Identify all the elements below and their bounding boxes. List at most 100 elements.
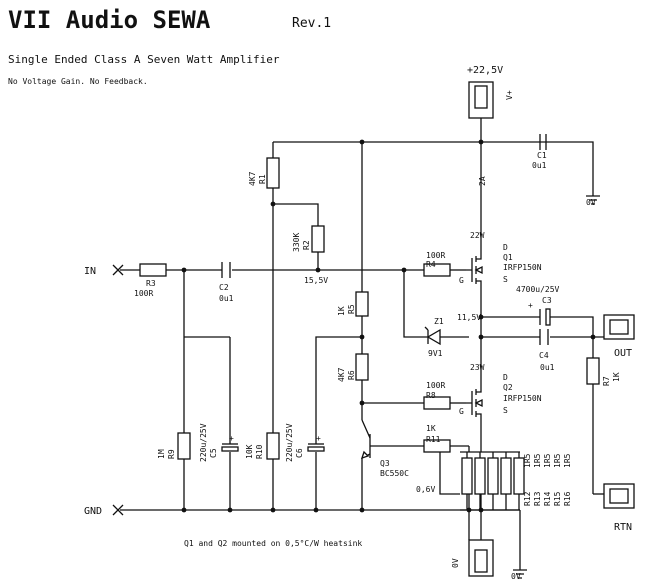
svg-text:0u1: 0u1 [532,161,547,170]
svg-text:R16: R16 [563,491,572,506]
svg-text:4K7: 4K7 [248,171,257,186]
ground-symbol-top: 0V [586,195,600,207]
svg-text:+: + [229,434,234,443]
svg-text:C2: C2 [219,283,229,292]
svg-text:C3: C3 [542,296,552,305]
svg-text:R2: R2 [302,240,311,250]
svg-text:R3: R3 [146,279,156,288]
subtitle: Single Ended Class A Seven Watt Amplifie… [8,53,280,66]
capacitor-c4: C4 0u1 [539,329,555,372]
resistor-r9: 1M R9 [157,432,191,460]
junctions [181,139,596,513]
capacitor-c6: + 220u/25V C6 [285,423,325,462]
supply-terminal-label: V+ [505,90,514,100]
svg-text:1K: 1K [426,424,436,433]
svg-text:Q3: Q3 [380,459,390,468]
svg-text:R7: R7 [602,376,611,386]
svg-text:D: D [503,373,508,382]
svg-text:1K: 1K [337,306,346,316]
svg-text:S: S [503,275,508,284]
resistor-r8: 100R R8 [423,381,451,410]
svg-text:IRFP150N: IRFP150N [503,394,542,403]
svg-text:0u1: 0u1 [219,294,234,303]
svg-text:R4: R4 [426,260,436,269]
svg-text:Q2: Q2 [503,383,513,392]
svg-text:R5: R5 [347,304,356,314]
resistor-r2: 330K R2 [292,225,325,253]
svg-text:220u/25V: 220u/25V [285,423,294,462]
svg-text:BC550C: BC550C [380,469,409,478]
supply-current: 2A [478,176,487,186]
ground-label: GND [84,506,102,517]
output-terminal: OUT [603,314,635,359]
svg-text:+: + [316,434,321,443]
svg-text:1M: 1M [157,449,166,459]
svg-text:330K: 330K [292,233,301,252]
resistor-r7: R7 1K [586,357,621,386]
svg-text:Q1: Q1 [503,253,513,262]
svg-text:10K: 10K [245,444,254,459]
svg-text:100R: 100R [426,251,445,260]
resistor-r5: 1K R5 [337,291,369,317]
svg-text:R8: R8 [426,391,436,400]
resistor-r10: 10K R10 [245,432,280,460]
svg-text:R10: R10 [255,444,264,459]
svg-text:9V1: 9V1 [428,349,443,358]
resistor-r1: 4K7 R1 [248,157,280,189]
ground-terminal-label: 0V [451,558,460,568]
svg-text:C6: C6 [295,448,304,458]
svg-text:Z1: Z1 [434,317,444,326]
note: No Voltage Gain. No Feedback. [8,77,148,86]
voltage-sense: 0,6V [416,485,435,494]
resistor-r11: 1K R11 [423,424,451,453]
input-port: IN [84,264,124,277]
output-label: OUT [614,348,632,359]
supply-terminal: +22,5V V+ 2A [467,65,514,186]
footnote: Q1 and Q2 mounted on 0,5°C/W heatsink [184,539,362,548]
resistor-r3: R3 100R [134,263,167,298]
svg-text:220u/25V: 220u/25V [199,423,208,462]
svg-text:0V: 0V [586,198,596,207]
svg-text:1K: 1K [612,372,621,382]
bjt-q3: Q3 BC550C [360,419,409,478]
svg-text:C4: C4 [539,351,549,360]
svg-text:4700u/25V: 4700u/25V [516,285,560,294]
capacitor-c1: C1 0u1 [532,134,547,170]
svg-text:G: G [459,407,464,416]
svg-text:S: S [503,406,508,415]
svg-text:22W: 22W [470,231,485,240]
capacitor-c2: C2 0u1 [219,262,234,303]
capacitor-c3: + C3 4700u/25V [516,285,560,326]
capacitor-c5: + 220u/25V C5 [199,423,239,462]
ground-terminal: 0V [451,539,494,577]
zener-z1: Z1 9V1 [424,317,444,358]
svg-text:D: D [503,243,508,252]
svg-text:G: G [459,276,464,285]
mosfet-q1: 22W D Q1 IRFP150N G S [459,231,542,285]
return-label: RTN [614,522,632,533]
svg-text:100R: 100R [134,289,153,298]
ground-symbol-bottom: 0V [511,569,527,581]
svg-text:+: + [528,301,533,310]
svg-text:R14: R14 [543,491,552,506]
svg-text:100R: 100R [426,381,445,390]
svg-text:0V: 0V [511,572,521,581]
resistor-r6: 4K7 R6 [337,353,369,382]
mosfet-q2: 23W D Q2 IRFP150N G S [459,362,542,428]
svg-text:C1: C1 [537,151,547,160]
svg-text:4K7: 4K7 [337,367,346,382]
svg-text:C5: C5 [209,448,218,458]
svg-text:1R5: 1R5 [563,453,572,468]
svg-text:R1: R1 [258,174,267,184]
svg-text:R13: R13 [533,491,542,506]
svg-text:0u1: 0u1 [540,363,555,372]
ground-port: GND [84,504,124,517]
svg-text:R9: R9 [167,449,176,459]
svg-text:R11: R11 [426,435,441,444]
title: VII Audio SEWA [8,6,211,34]
resistor-r4: 100R R4 [423,251,451,277]
svg-text:R6: R6 [347,370,356,380]
input-label: IN [84,266,96,277]
svg-text:R12: R12 [523,491,532,506]
